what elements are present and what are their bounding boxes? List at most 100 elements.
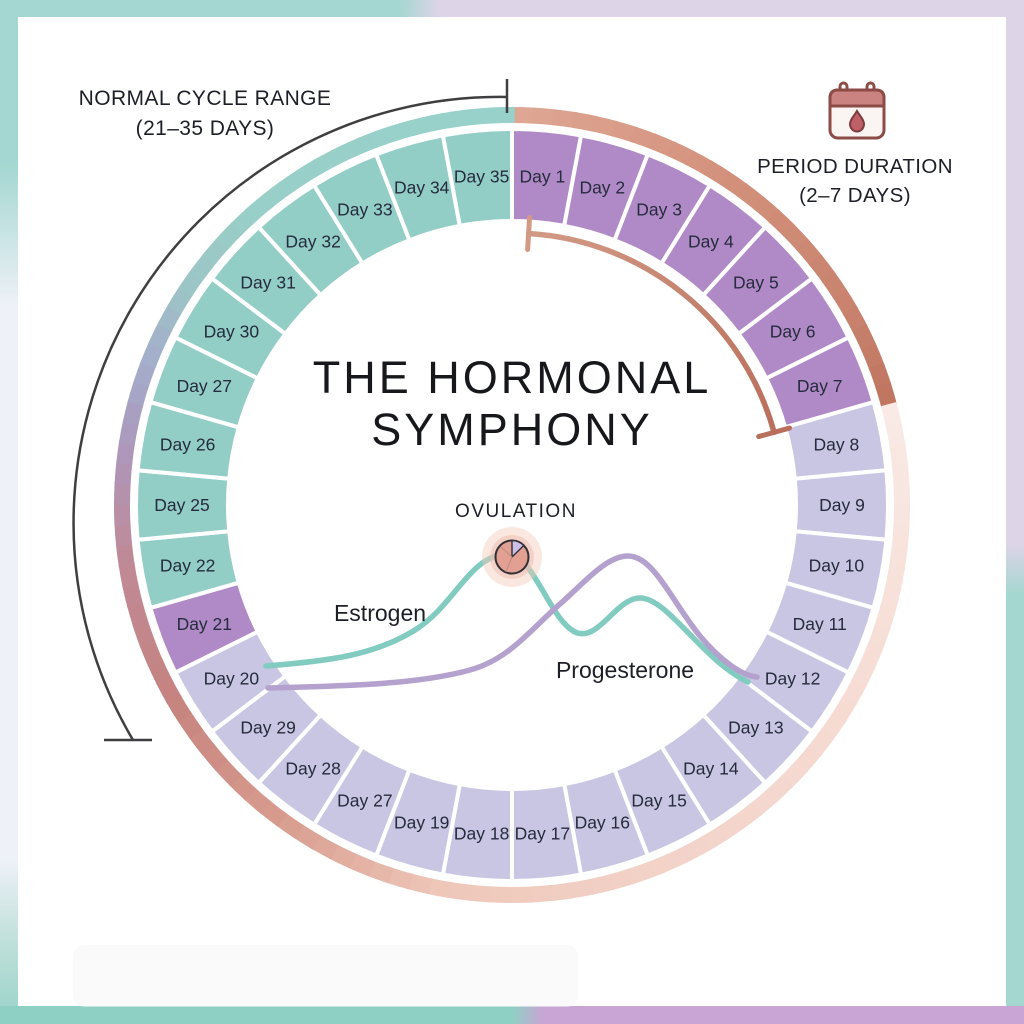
outer-band-slice [885, 564, 906, 591]
day-segment-label: Day 22 [160, 556, 215, 576]
progesterone-label: Progesterone [555, 657, 695, 683]
outer-band-slice [610, 120, 638, 143]
progesterone-curve [265, 553, 760, 691]
period-duration-tick [756, 425, 793, 440]
outer-band-slice [571, 111, 598, 132]
faint-background-artifact [73, 945, 578, 1007]
outer-band-slice [122, 581, 143, 608]
outer-band-slice [627, 861, 655, 885]
day-segment-label: Day 32 [285, 232, 340, 252]
day-segment-label: Day 5 [733, 273, 779, 293]
outer-band-slice [114, 460, 133, 485]
ovulation-egg-wedge [511, 539, 525, 559]
outer-band-slice [880, 584, 902, 611]
title-line2: SYMPHONY [371, 404, 653, 455]
outer-band-slice [889, 442, 909, 468]
day-segment-label: Day 25 [154, 495, 209, 515]
outer-band-slice [893, 484, 911, 508]
day-segment-label: Day 2 [579, 178, 625, 198]
outer-band-slice [426, 878, 453, 899]
day-segment-label: Day 20 [204, 669, 260, 689]
outer-band-slice [140, 340, 165, 369]
outer-band-slice [122, 399, 144, 426]
outer-band-slice [113, 502, 131, 526]
outer-band-slice [859, 641, 884, 670]
day-segment-label: Day 27 [337, 790, 392, 810]
page-title: THE HORMONAL SYMPHONY [262, 352, 762, 456]
outer-band-slice [867, 623, 891, 651]
outer-band-slice [409, 115, 436, 136]
outer-band-slice [875, 382, 898, 409]
outer-band-slice [646, 854, 674, 878]
outer-band-slice [118, 419, 139, 446]
outer-band-slice [591, 115, 618, 137]
calendar-icon [828, 81, 886, 140]
ovulation-label: OVULATION [455, 501, 577, 522]
outer-band-slice [429, 111, 455, 132]
period-duration-label: PERIOD DURATION (2–7 DAYS) [730, 152, 980, 210]
outer-band-slice [133, 359, 157, 387]
outer-band-slice [118, 562, 139, 588]
outer-band-slice [347, 852, 376, 877]
day-segment-label: Day 33 [337, 200, 392, 220]
outer-band-slice [386, 867, 414, 890]
outer-band-slice [491, 106, 515, 124]
day-segment-label: Day 26 [160, 434, 215, 454]
outer-band-slice [891, 525, 910, 550]
day-segment-label: Day 1 [520, 166, 566, 186]
outer-band-slice [127, 379, 150, 407]
day-segment-label: Day 6 [770, 321, 816, 341]
day-segment [440, 127, 514, 228]
outer-band-slice [147, 657, 172, 686]
period-duration-line2: (2–7 DAYS) [799, 184, 911, 207]
outer-band-slice [447, 881, 473, 901]
outer-band-slice [868, 362, 892, 390]
day-segment-label: Day 35 [454, 166, 509, 186]
outer-band-slice [874, 603, 897, 631]
day-segment-label: Day 21 [177, 614, 232, 634]
day-segment-label: Day 18 [454, 824, 509, 844]
frame-top [0, 0, 1024, 17]
day-segment-label: Day 34 [394, 178, 450, 198]
outer-band-slice [509, 886, 533, 904]
day-segment-label: Day 28 [285, 758, 340, 778]
day-segment-label: Day 30 [204, 321, 260, 341]
estrogen-label: Estrogen [333, 600, 427, 626]
outer-band-slice [881, 402, 902, 429]
outer-band-slice [588, 874, 615, 895]
day-segment-label: Day 12 [765, 669, 820, 689]
outer-band-slice [549, 882, 575, 902]
frame-right [1006, 0, 1024, 1024]
outer-band-slice [366, 860, 394, 884]
outer-band-slice [406, 873, 433, 895]
outer-band-slice [369, 125, 397, 149]
normal-cycle-range-label: NORMAL CYCLE RANGE (21–35 DAYS) [60, 84, 350, 144]
outer-band-slice [529, 884, 554, 903]
day-segment-label: Day 31 [240, 273, 295, 293]
day-segment-label: Day 11 [793, 614, 847, 634]
outer-band-slice [132, 620, 156, 648]
title-line1: THE HORMONAL [312, 352, 712, 403]
outer-band-slice [114, 481, 131, 505]
day-segment-label: Day 15 [631, 790, 686, 810]
day-segment-label: Day 17 [515, 824, 570, 844]
period-duration-line1: PERIOD DURATION [757, 155, 953, 178]
outer-band-slice [852, 324, 877, 353]
day-segment-label: Day 10 [809, 556, 865, 576]
outer-band-slice [608, 868, 635, 891]
outer-band-slice [551, 109, 577, 129]
day-segment-label: Day 19 [394, 812, 449, 832]
cycle-range-bracket-arc [72, 95, 508, 741]
day-segment-label: Day 29 [240, 717, 295, 737]
outer-band-slice [885, 422, 906, 448]
outer-band-slice [569, 878, 595, 899]
outer-band-slice [512, 106, 536, 124]
outer-band-slice [331, 140, 360, 165]
outer-band-slice [350, 132, 378, 156]
outer-band-slice [861, 343, 885, 371]
day-segment-label: Day 7 [797, 376, 843, 396]
day-segment-label: Day 13 [728, 717, 783, 737]
day-segment-label: Day 14 [683, 758, 739, 778]
day-segment-label: Day 4 [688, 232, 734, 252]
